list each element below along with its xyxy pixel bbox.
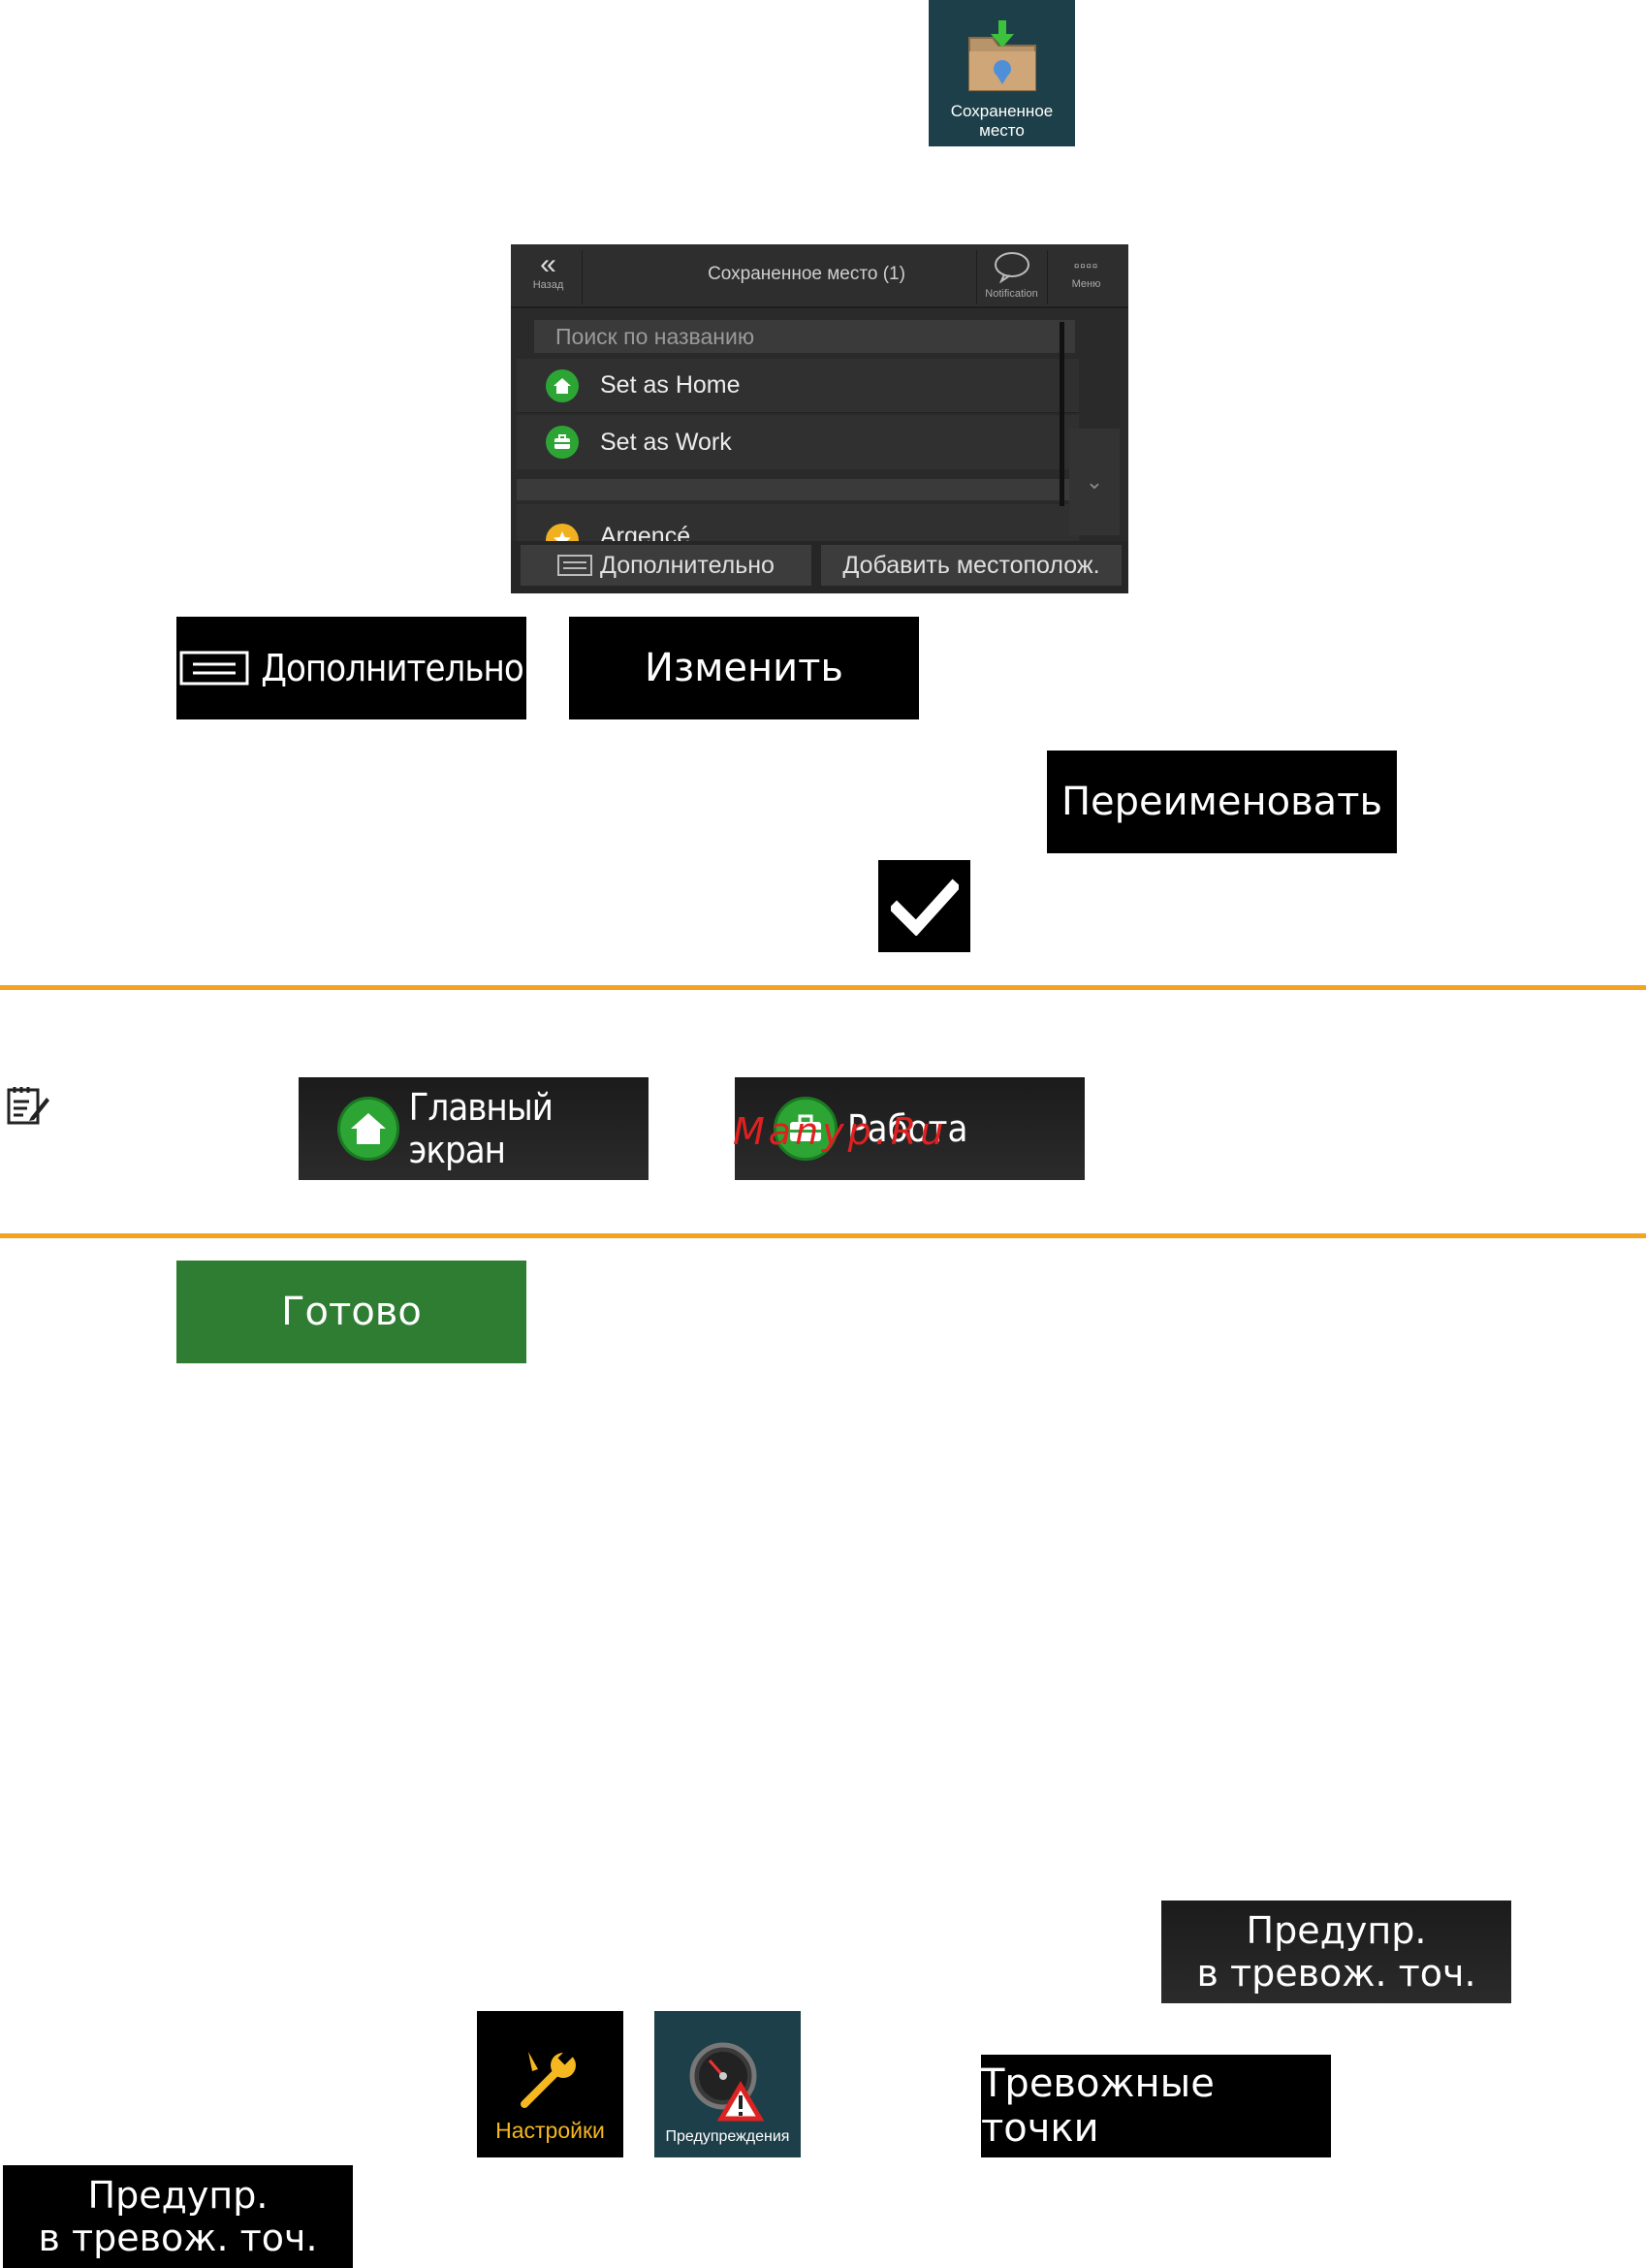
checkmark-icon	[890, 878, 959, 936]
menu-grid-icon: ▫▫▫▫	[1073, 258, 1099, 274]
watermark: Manyp.Ru	[733, 1110, 948, 1153]
scroll-down-button[interactable]: ⌄	[1069, 429, 1120, 535]
list-divider	[517, 479, 1079, 500]
work-button[interactable]: Работа	[735, 1077, 1085, 1180]
saved-place-tile[interactable]: Сохраненное место	[929, 0, 1075, 146]
star-icon	[546, 524, 579, 543]
back-label: Назад	[532, 279, 564, 291]
back-icon: «	[540, 248, 556, 280]
list-item-label: Set as Home	[600, 371, 741, 399]
more-button[interactable]: Дополнительно	[176, 617, 526, 719]
rename-button[interactable]: Переименовать	[1047, 751, 1397, 853]
chevron-down-icon: ⌄	[1085, 469, 1104, 494]
home-button[interactable]: Главный экран	[299, 1077, 649, 1180]
done-button[interactable]: Готово	[176, 1261, 526, 1363]
alert-points-label-line2: в тревож. точ.	[38, 2217, 318, 2259]
saved-places-screen: « Назад Сохраненное место (1) Notificati…	[511, 244, 1128, 593]
more-button-small-label: Дополнительно	[600, 551, 775, 579]
home-icon	[546, 368, 579, 402]
list-item-label: Argencé	[600, 523, 691, 543]
notification-label: Notification	[985, 288, 1038, 300]
notification-button[interactable]: Notification	[976, 250, 1046, 304]
speech-bubble-icon	[994, 252, 1029, 284]
alert-points-label-line1: Предупр.	[1246, 1909, 1427, 1952]
list-item[interactable]: Argencé	[517, 504, 1079, 543]
alert-points-label-line2: в тревож. точ.	[1196, 1952, 1476, 1995]
menu-label: Меню	[1071, 278, 1101, 290]
note-divider-bottom	[0, 1233, 1646, 1238]
confirm-button[interactable]	[878, 860, 970, 952]
menu-button[interactable]: ▫▫▫▫ Меню	[1047, 250, 1124, 304]
note-icon	[6, 1084, 50, 1129]
warnings-tile[interactable]: Предупреждения	[654, 2011, 801, 2157]
briefcase-icon	[546, 426, 579, 459]
saved-place-folder-icon	[967, 20, 1036, 91]
note-divider-top	[0, 985, 1646, 990]
wrench-icon	[520, 2048, 576, 2108]
alert-points-button[interactable]: Предупр. в тревож. точ.	[1161, 1901, 1511, 2003]
screen-title: Сохраненное место (1)	[708, 264, 905, 284]
search-input[interactable]: Поиск по названию	[534, 320, 1075, 353]
settings-tile[interactable]: Настройки	[477, 2011, 623, 2157]
home-button-label: Главный экран	[408, 1086, 554, 1171]
edit-button[interactable]: Изменить	[569, 617, 919, 719]
list-item-label: Set as Work	[600, 428, 732, 456]
work-button-label: Работа	[847, 1107, 968, 1150]
alert-points-list-button[interactable]: Тревожные точки	[981, 2055, 1331, 2157]
settings-label: Настройки	[495, 2118, 605, 2143]
more-button-label: Дополнительно	[261, 647, 524, 689]
add-location-button[interactable]: Добавить местополож.	[821, 545, 1122, 586]
warnings-label: Предупреждения	[665, 2128, 790, 2145]
alert-points-button-2[interactable]: Предупр. в тревож. точ.	[3, 2165, 353, 2268]
briefcase-icon	[774, 1097, 838, 1161]
screen-header	[511, 244, 1128, 308]
list-item[interactable]: Set as Home	[517, 359, 1079, 413]
more-button-small[interactable]: Дополнительно	[521, 545, 811, 586]
list-icon	[179, 651, 249, 686]
saved-place-label: Сохраненное место	[950, 102, 1054, 140]
back-button[interactable]: « Назад	[515, 250, 583, 304]
list-item[interactable]: Set as Work	[517, 415, 1079, 469]
scrollbar[interactable]	[1060, 322, 1064, 506]
list-icon	[557, 555, 593, 576]
speedometer-warning-icon	[689, 2042, 764, 2122]
alert-points-label-line1: Предупр.	[87, 2174, 269, 2217]
home-icon	[337, 1097, 399, 1161]
